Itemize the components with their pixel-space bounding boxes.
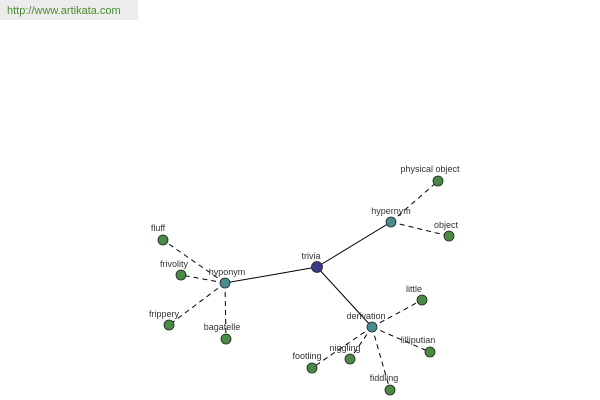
leaf-label-physical-object[interactable]: physical object	[400, 164, 460, 174]
leaf-label-fluff[interactable]: fluff	[151, 223, 166, 233]
leaf-node-physical-object[interactable]	[432, 175, 444, 187]
edge-derivation-little	[371, 299, 423, 328]
edge-hypernym-physical-object	[390, 180, 439, 223]
edge-hyponym-frippery	[168, 282, 226, 326]
leaf-node-object[interactable]	[443, 230, 455, 242]
relation-label-derivation[interactable]: derivation	[346, 311, 385, 321]
leaf-label-bagatelle[interactable]: bagatelle	[204, 322, 241, 332]
relation-node-derivation[interactable]	[366, 321, 378, 333]
leaf-node-fiddling[interactable]	[384, 384, 396, 396]
edge-hyponym-bagatelle	[224, 282, 227, 340]
leaf-label-fiddling[interactable]: fiddling	[370, 373, 399, 383]
leaf-label-little[interactable]: little	[406, 284, 422, 294]
relation-node-hyponym[interactable]	[219, 277, 231, 289]
edge-derivation-lilliputian	[371, 326, 431, 353]
leaf-label-frivolity[interactable]: frivolity	[160, 259, 189, 269]
relation-label-hypernym[interactable]: hypernym	[371, 206, 411, 216]
leaf-label-object[interactable]: object	[434, 220, 459, 230]
leaf-node-niggling[interactable]	[344, 353, 356, 365]
leaf-node-fluff[interactable]	[157, 234, 169, 246]
leaf-label-niggling[interactable]: niggling	[329, 343, 360, 353]
edge-hyponym-frivolity	[180, 274, 226, 284]
relation-node-hypernym[interactable]	[385, 216, 397, 228]
leaf-node-frippery[interactable]	[163, 319, 175, 331]
center-label-trivia[interactable]: trivia	[301, 251, 320, 261]
relation-label-hyponym[interactable]: hyponym	[209, 267, 246, 277]
leaf-node-lilliputian[interactable]	[424, 346, 436, 358]
site-url[interactable]: http://www.artikata.com	[0, 0, 138, 20]
graph-edges	[162, 180, 450, 391]
graph-nodes	[157, 175, 455, 396]
leaf-node-frivolity[interactable]	[175, 269, 187, 281]
edge-hypernym-object	[390, 221, 450, 237]
edge-derivation-fiddling	[371, 326, 391, 391]
leaf-node-bagatelle[interactable]	[220, 333, 232, 345]
graph-labels: fluff frivolity frippery bagatelle physical …	[149, 164, 460, 383]
edge-derivation-footling	[311, 326, 373, 369]
leaf-node-little[interactable]	[416, 294, 428, 306]
leaf-label-lilliputian[interactable]: lilliputian	[401, 335, 436, 345]
edge-trivia-hypernym	[316, 221, 392, 268]
leaf-label-footling[interactable]: footling	[292, 351, 321, 361]
edge-derivation-niggling	[349, 326, 373, 360]
leaf-node-footling[interactable]	[306, 362, 318, 374]
leaf-label-frippery[interactable]: frippery	[149, 309, 180, 319]
center-node-trivia[interactable]	[311, 261, 323, 273]
edge-hyponym-fluff	[162, 239, 226, 284]
edge-trivia-derivation	[316, 266, 373, 328]
edge-trivia-hyponym	[224, 266, 318, 284]
